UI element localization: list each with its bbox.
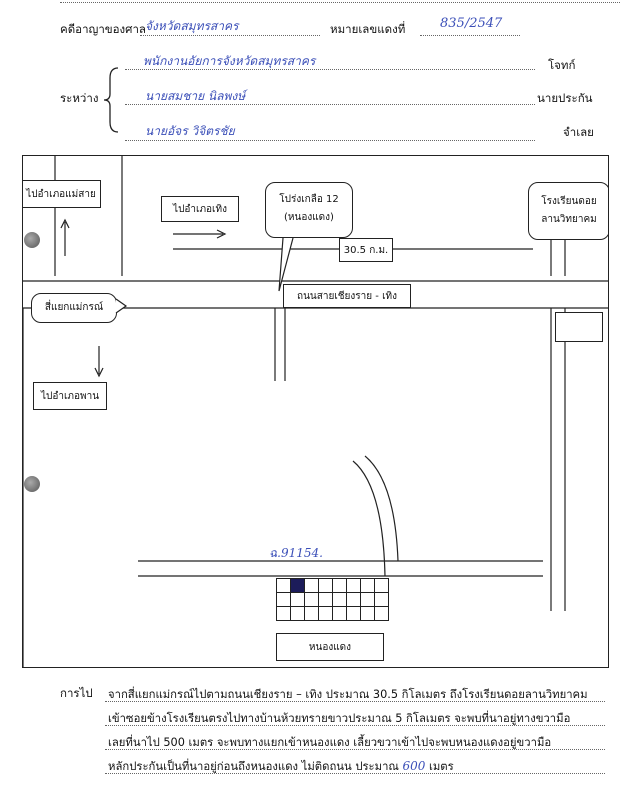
party-line-1	[125, 69, 535, 70]
plot-grid-cell	[360, 606, 375, 621]
school-label-1: โรงเรียนดอย	[541, 196, 597, 207]
directions-line-4-prefix: หลักประกันเป็นที่นาอยู่ก่อนถึงหนองแดง ไม…	[108, 760, 399, 773]
number-label: หมายเลขแดงที่	[330, 22, 406, 36]
plot-grid-cell	[360, 592, 375, 607]
intersection-pointer	[115, 298, 128, 314]
directions-label: การไป	[60, 686, 93, 700]
directions-dotted-4	[105, 773, 605, 774]
plot-grid-cell	[374, 592, 389, 607]
map-roads	[23, 156, 608, 667]
plot-grid-cell	[332, 578, 347, 593]
directions-line-1: จากสี่แยกแม่กรณ์ไปตามถนนเชียงราย – เทิง …	[108, 688, 588, 701]
bridge-pointer	[278, 237, 294, 292]
plot-grid-cell	[346, 592, 361, 607]
directions-dotted-3	[105, 749, 605, 750]
label-to-thoeng: ไปอำเภอเทิง	[161, 196, 239, 222]
directions-line-2: เข้าซอยข้างโรงเรียนตรงไปทางบ้านห้วยทรายข…	[108, 712, 571, 725]
party-plaintiff-role: โจทก์	[548, 58, 576, 72]
party-line-2	[125, 104, 535, 105]
plot-grid-cell	[318, 578, 333, 593]
top-cut-line	[60, 2, 620, 3]
party-defendant-role: จำเลย	[563, 125, 594, 139]
plot-grid-cell	[290, 592, 305, 607]
location-map: ไปอำเภอแม่สาย ไปอำเภอเทิง โปร่งเกลือ 12 …	[22, 155, 609, 668]
brace-icon	[103, 67, 119, 133]
bridge-sublabel: (หนองแดง)	[284, 212, 334, 223]
plot-grid-cell	[318, 606, 333, 621]
directions-dotted-1	[105, 701, 605, 702]
number-value: 835/2547	[440, 16, 503, 31]
party-defendant-name: นายอัจร วิจิตรชัย	[145, 124, 235, 138]
label-road: ถนนสายเชียงราย - เทิง	[283, 284, 411, 308]
directions-line-4: หลักประกันเป็นที่นาอยู่ก่อนถึงหนองแดง ไม…	[108, 757, 454, 775]
directions-distance-value: 600	[402, 759, 426, 773]
plot-grid-cell	[304, 592, 319, 607]
bridge-label: โปร่งเกลือ 12	[279, 194, 339, 205]
number-dotted	[420, 35, 520, 36]
school-building	[555, 312, 603, 342]
party-guarantor-name: นายสมชาย นิลพงษ์	[145, 89, 246, 103]
party-plaintiff-name: พนักงานอัยการจังหวัดสมุทรสาคร	[143, 54, 316, 68]
bubble-bridge: โปร่งเกลือ 12 (หนองแดง)	[265, 182, 353, 238]
plot-grid-cell	[276, 578, 291, 593]
bubble-school: โรงเรียนดอย ลานวิทยาคม	[528, 182, 608, 240]
plot-grid	[276, 578, 389, 621]
party-line-3	[125, 140, 535, 141]
plot-grid-cell	[276, 606, 291, 621]
plot-grid-cell	[318, 592, 333, 607]
label-distance: 30.5 ก.ม.	[339, 238, 393, 262]
punch-hole-bottom	[24, 476, 40, 492]
plot-grid-cell	[374, 606, 389, 621]
label-to-phan: ไปอำเภอพาน	[33, 382, 107, 410]
school-label-2: ลานวิทยาคม	[541, 214, 597, 225]
plot-grid-cell	[290, 578, 305, 593]
plot-grid-cell	[332, 592, 347, 607]
plot-grid-cell	[374, 578, 389, 593]
plot-grid-cell	[304, 606, 319, 621]
label-nong-daeng: หนองแดง	[276, 633, 384, 661]
plot-grid-cell	[360, 578, 375, 593]
label-to-mae-sai: ไปอำเภอแม่สาย	[23, 180, 101, 208]
between-label: ระหว่าง	[60, 91, 99, 105]
plot-grid-cell	[276, 592, 291, 607]
plot-grid-cell	[346, 606, 361, 621]
plot-grid-cell	[290, 606, 305, 621]
plot-grid-cell	[332, 606, 347, 621]
plot-grid-cell	[346, 578, 361, 593]
plot-number: ฉ.91154.	[269, 546, 323, 560]
directions-line-3: เลยที่นาไป 500 เมตร จะพบทางแยกเข้าหนองแด…	[108, 736, 552, 749]
court-dotted	[140, 35, 320, 36]
bubble-intersection: สี่แยกแม่กรณ์	[31, 293, 117, 323]
punch-hole-top	[24, 232, 40, 248]
directions-dotted-2	[105, 725, 605, 726]
court-label: คดีอาญาของศาล	[60, 22, 146, 36]
plot-grid-cell	[304, 578, 319, 593]
court-value: จังหวัดสมุทรสาคร	[145, 19, 239, 33]
party-guarantor-role: นายประกัน	[537, 91, 593, 105]
directions-line-4-suffix: เมตร	[429, 760, 454, 773]
